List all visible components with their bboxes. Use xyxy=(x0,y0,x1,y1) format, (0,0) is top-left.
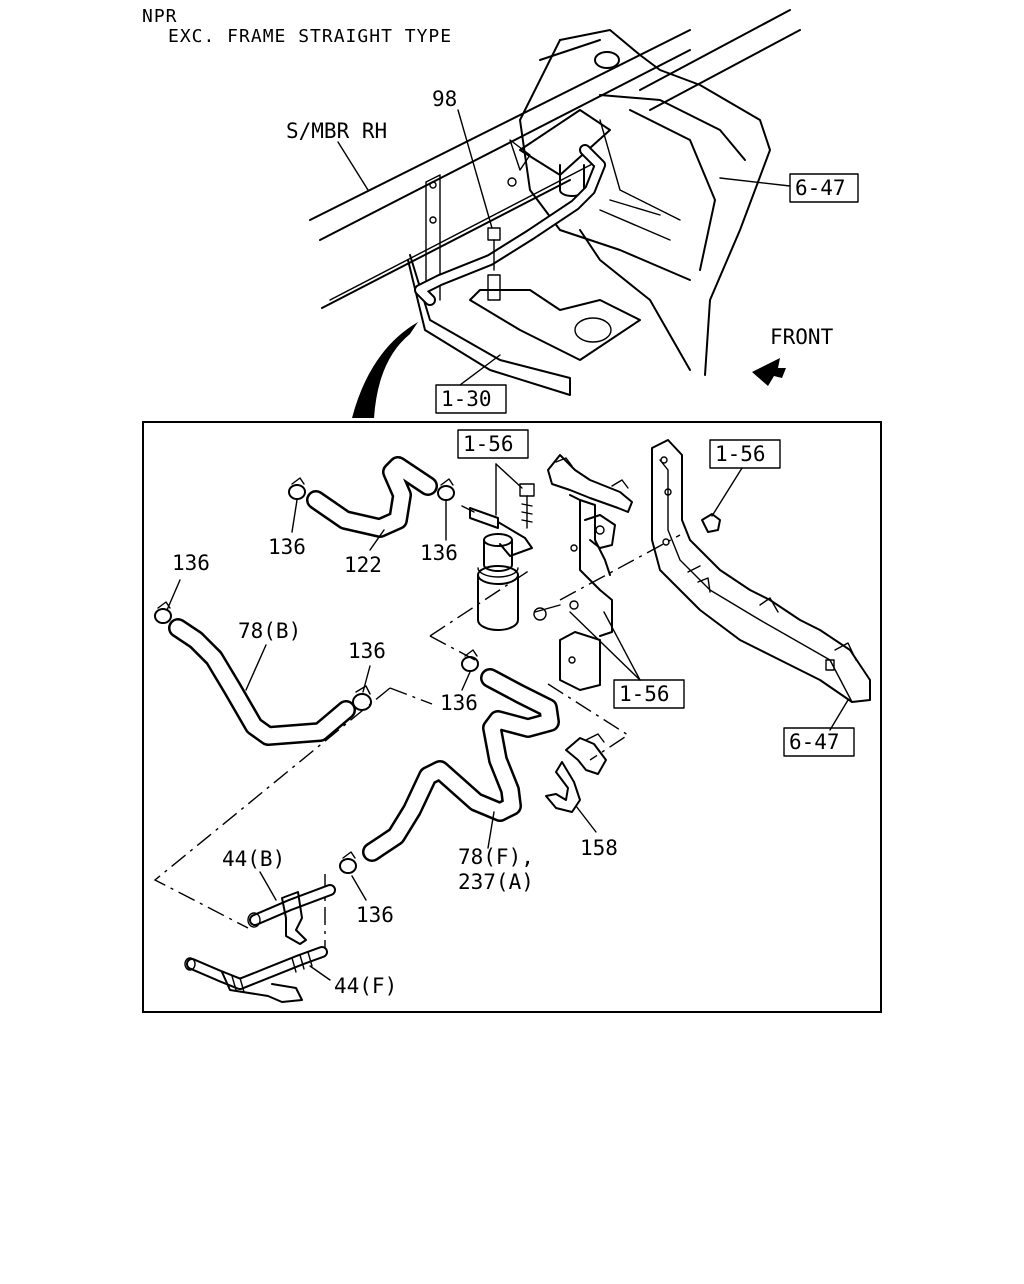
label-clip-158: 158 xyxy=(580,836,618,860)
label-clamp-e: 136 xyxy=(440,691,478,715)
hose-78b xyxy=(168,618,356,746)
ref-box-156-mid xyxy=(613,679,685,709)
ref-647-detail: 6-47 xyxy=(789,730,840,754)
lower-bracket xyxy=(407,174,641,396)
bolt-98-label: 98 xyxy=(432,87,457,111)
clip-158 xyxy=(545,733,607,813)
ref-647-top: 6-47 xyxy=(795,176,846,200)
leader-647-top xyxy=(719,177,791,187)
leader-130 xyxy=(459,354,501,386)
label-hose-78b: 78(B) xyxy=(238,619,301,643)
nut-icon xyxy=(701,513,721,533)
ref-box-647-detail xyxy=(783,727,855,757)
ref-156-mid: 1-56 xyxy=(619,682,670,706)
ref-box-647-top xyxy=(789,173,859,203)
leader-smbr xyxy=(337,141,369,191)
detail-pointer-arrow-icon xyxy=(352,322,418,418)
bracket-assembly xyxy=(533,454,633,691)
ref-156-right: 1-56 xyxy=(715,442,766,466)
pipe-44f xyxy=(184,946,328,1003)
label-hose-78f: 78(F), xyxy=(458,845,534,869)
detail-frame xyxy=(142,421,882,1013)
variant-label: EXC. FRAME STRAIGHT TYPE xyxy=(168,26,452,47)
side-member-label: S/MBR RH xyxy=(286,119,387,143)
leader-98 xyxy=(457,109,493,229)
clamp-d-icon xyxy=(352,685,372,711)
label-pipe-44f: 44(F) xyxy=(334,974,397,998)
side-member-rail xyxy=(309,9,801,309)
label-clamp-c: 136 xyxy=(172,551,210,575)
ref-box-156-top xyxy=(457,429,529,459)
hose-122 xyxy=(306,456,438,538)
clamp-a-icon xyxy=(288,477,306,500)
overview-illustration: 98 S/MBR RH 6-47 1-30 FRONT xyxy=(286,9,859,418)
ref-156-top: 1-56 xyxy=(463,432,514,456)
clamp-b-icon xyxy=(437,478,455,501)
label-clamp-a: 136 xyxy=(268,535,306,559)
clamp-e-icon xyxy=(461,649,479,672)
model-label: NPR xyxy=(142,6,178,27)
receiver-dryer xyxy=(461,505,533,631)
dryer-bolt-icon xyxy=(519,483,535,529)
label-hose-237a: 237(A) xyxy=(458,870,534,894)
frame-member xyxy=(651,439,871,703)
alignment-lines xyxy=(153,534,681,950)
leader-lines xyxy=(166,463,849,981)
pipe-44b xyxy=(247,884,336,945)
ref-box-156-right xyxy=(709,439,781,469)
label-hose-122: 122 xyxy=(344,553,382,577)
clamp-f-icon xyxy=(339,851,357,874)
cross-member xyxy=(519,29,771,376)
label-clamp-b: 136 xyxy=(420,541,458,565)
bolt-98-icon xyxy=(487,227,501,301)
label-clamp-f: 136 xyxy=(356,903,394,927)
front-label: FRONT xyxy=(770,325,834,349)
ref-130: 1-30 xyxy=(441,387,492,411)
label-pipe-44b: 44(B) xyxy=(222,847,285,871)
front-arrow-icon xyxy=(752,358,786,386)
ref-box-130 xyxy=(435,384,507,414)
label-clamp-d: 136 xyxy=(348,639,386,663)
hose-78f xyxy=(362,668,560,862)
